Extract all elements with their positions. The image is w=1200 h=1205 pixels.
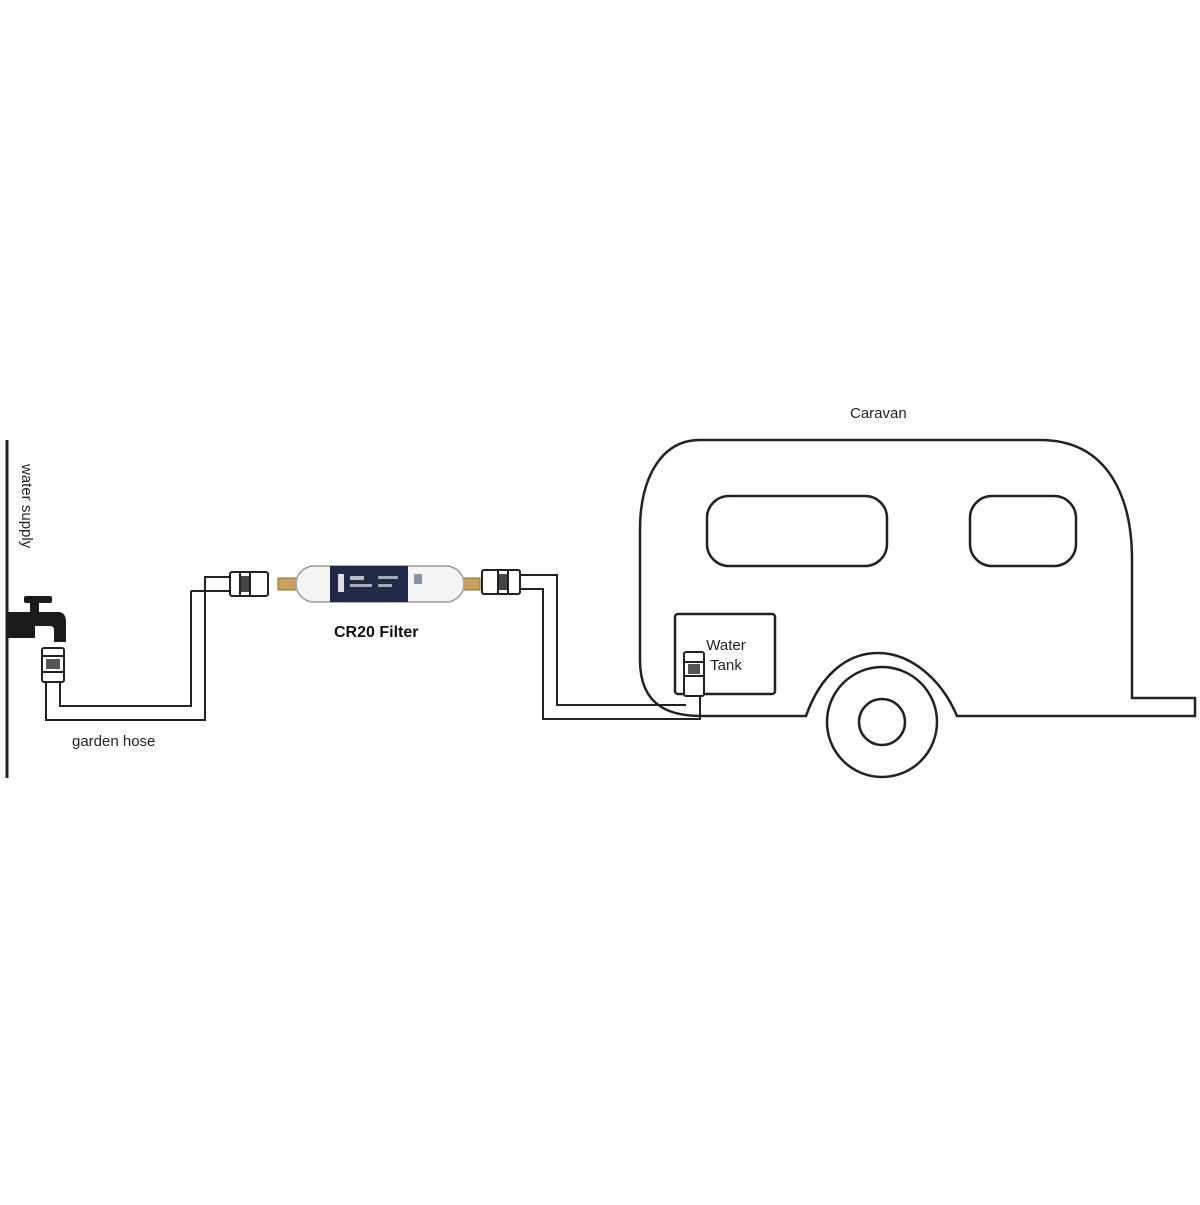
- hose-connector-icon: [683, 651, 705, 697]
- hose-connector-icon: [229, 571, 269, 597]
- water-tank-label: Water Tank: [700, 636, 752, 676]
- caravan-label: Caravan: [850, 405, 907, 422]
- hose-connector-icon: [481, 569, 521, 595]
- tap-icon: [7, 596, 66, 642]
- filter-cartridge-icon: [277, 565, 481, 603]
- garden-hose-left: [45, 576, 232, 721]
- garden-hose-label: garden hose: [72, 733, 156, 750]
- water-supply-label: water supply: [18, 464, 35, 549]
- caravan-icon: [638, 438, 1197, 718]
- wheel-icon: [825, 665, 939, 779]
- water-tank-label-line1: Water: [706, 637, 746, 654]
- filter-label: CR20 Filter: [334, 624, 419, 641]
- garden-hose-right: [520, 574, 701, 720]
- water-tank-label-line2: Tank: [710, 657, 742, 674]
- hose-connector-icon: [41, 647, 65, 683]
